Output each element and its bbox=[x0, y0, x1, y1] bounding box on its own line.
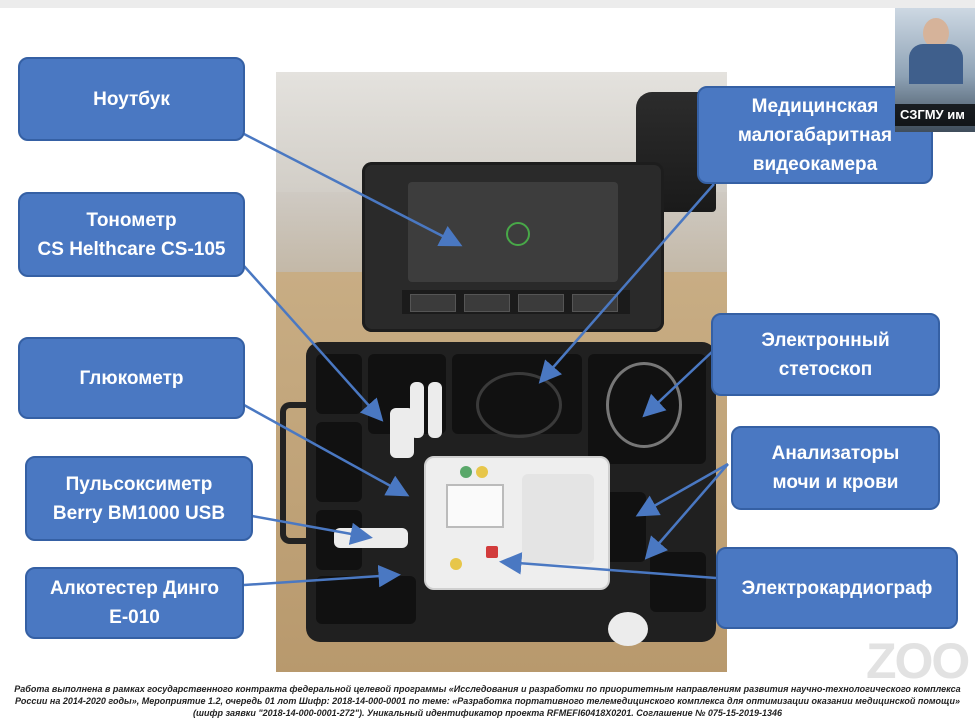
camera-cable bbox=[476, 372, 562, 438]
participant-body bbox=[909, 44, 963, 84]
participant-name-label: СЗГМУ им bbox=[895, 104, 975, 126]
foam-slot bbox=[316, 576, 416, 624]
ecg-button-icon bbox=[476, 466, 488, 478]
callout-glucometer: Глюкометр bbox=[18, 337, 245, 419]
window-top-strip bbox=[0, 0, 975, 8]
callout-tonometer: Тонометр CS Helthcare CS-105 bbox=[18, 192, 245, 277]
analyzer-strip-device bbox=[428, 382, 442, 438]
port-block bbox=[518, 294, 564, 312]
callout-camera: Медицинская малогабаритная видеокамера bbox=[697, 86, 933, 184]
callout-stethoscope: Электронный стетоскоп bbox=[711, 313, 940, 396]
analyzer-round-device bbox=[608, 612, 648, 646]
laptop-logo-icon bbox=[506, 222, 530, 246]
foam-slot bbox=[316, 422, 362, 502]
telemedicine-case-photo bbox=[276, 72, 727, 672]
foam-slot bbox=[604, 492, 646, 562]
port-block bbox=[464, 294, 510, 312]
port-block bbox=[572, 294, 618, 312]
foam-slot bbox=[316, 354, 362, 414]
callout-pulse-oximeter: Пульсоксиметр Berry BM1000 USB bbox=[25, 456, 253, 541]
callout-laptop: Ноутбук bbox=[18, 57, 245, 141]
ecg-button-icon bbox=[460, 466, 472, 478]
callout-ecg: Электрокардиограф bbox=[716, 547, 958, 629]
callout-alcotester: Алкотестер Динго E-010 bbox=[25, 567, 244, 639]
ecg-device bbox=[424, 456, 610, 590]
pulse-oximeter-device bbox=[334, 528, 408, 548]
ecg-button-icon bbox=[486, 546, 498, 558]
stethoscope-tube bbox=[606, 362, 682, 448]
laptop-image bbox=[408, 182, 618, 282]
participant-avatar bbox=[923, 18, 949, 48]
participant-video-tile[interactable]: СЗГМУ им bbox=[895, 8, 975, 132]
ecg-printer bbox=[522, 474, 594, 564]
zoom-watermark: ZOO bbox=[866, 633, 970, 689]
ecg-button-icon bbox=[450, 558, 462, 570]
ecg-screen bbox=[446, 484, 504, 528]
lid-port-panel bbox=[402, 290, 630, 314]
foam-slot bbox=[650, 552, 706, 612]
slide-footnote: Работа выполнена в рамках государственно… bbox=[14, 684, 961, 718]
port-block bbox=[410, 294, 456, 312]
callout-analyzers: Анализаторы мочи и крови bbox=[731, 426, 940, 510]
glucometer-device bbox=[390, 408, 414, 458]
